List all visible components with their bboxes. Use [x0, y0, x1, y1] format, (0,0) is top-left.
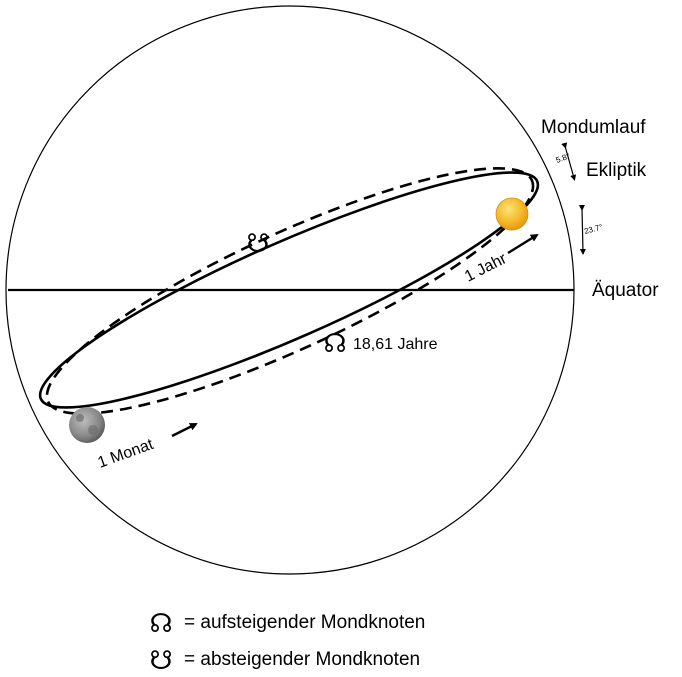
year-arrow-icon	[507, 233, 539, 255]
descending-node-symbol: ☋	[246, 228, 269, 258]
moon-angle-arrow-icon	[561, 142, 577, 181]
ecliptic-angle-arrow-icon	[578, 204, 586, 255]
node-period-label: 18,61 Jahre	[353, 336, 438, 353]
moon-angle-label: 5.8°	[555, 152, 572, 165]
legend-ascending-text: = aufsteigender Mondknoten	[184, 612, 426, 633]
moon-icon	[69, 407, 105, 443]
ascending-node-icon: ☊	[149, 608, 173, 638]
month-arrow-icon	[171, 422, 198, 438]
legend-descending-text: = absteigender Mondknoten	[184, 649, 421, 670]
ascending-node-symbol: ☊	[323, 328, 346, 358]
moon-orbit-label: Mondumlauf	[541, 117, 646, 138]
ecliptic-angle-label: 23.7°	[583, 222, 603, 236]
legend-descending-node: ☋ = absteigender Mondknoten	[144, 645, 420, 675]
moon-orbit-ellipse	[45, 167, 535, 415]
sun-icon	[495, 197, 529, 231]
equator-label: Äquator	[592, 280, 659, 301]
month-label: 1 Monat	[96, 436, 157, 472]
ecliptic-ellipse	[38, 171, 540, 409]
descending-node-icon: ☋	[149, 645, 173, 675]
ecliptic-label: Ekliptik	[586, 160, 647, 181]
legend-ascending-node: ☊ = aufsteigender Mondknoten	[144, 608, 425, 638]
